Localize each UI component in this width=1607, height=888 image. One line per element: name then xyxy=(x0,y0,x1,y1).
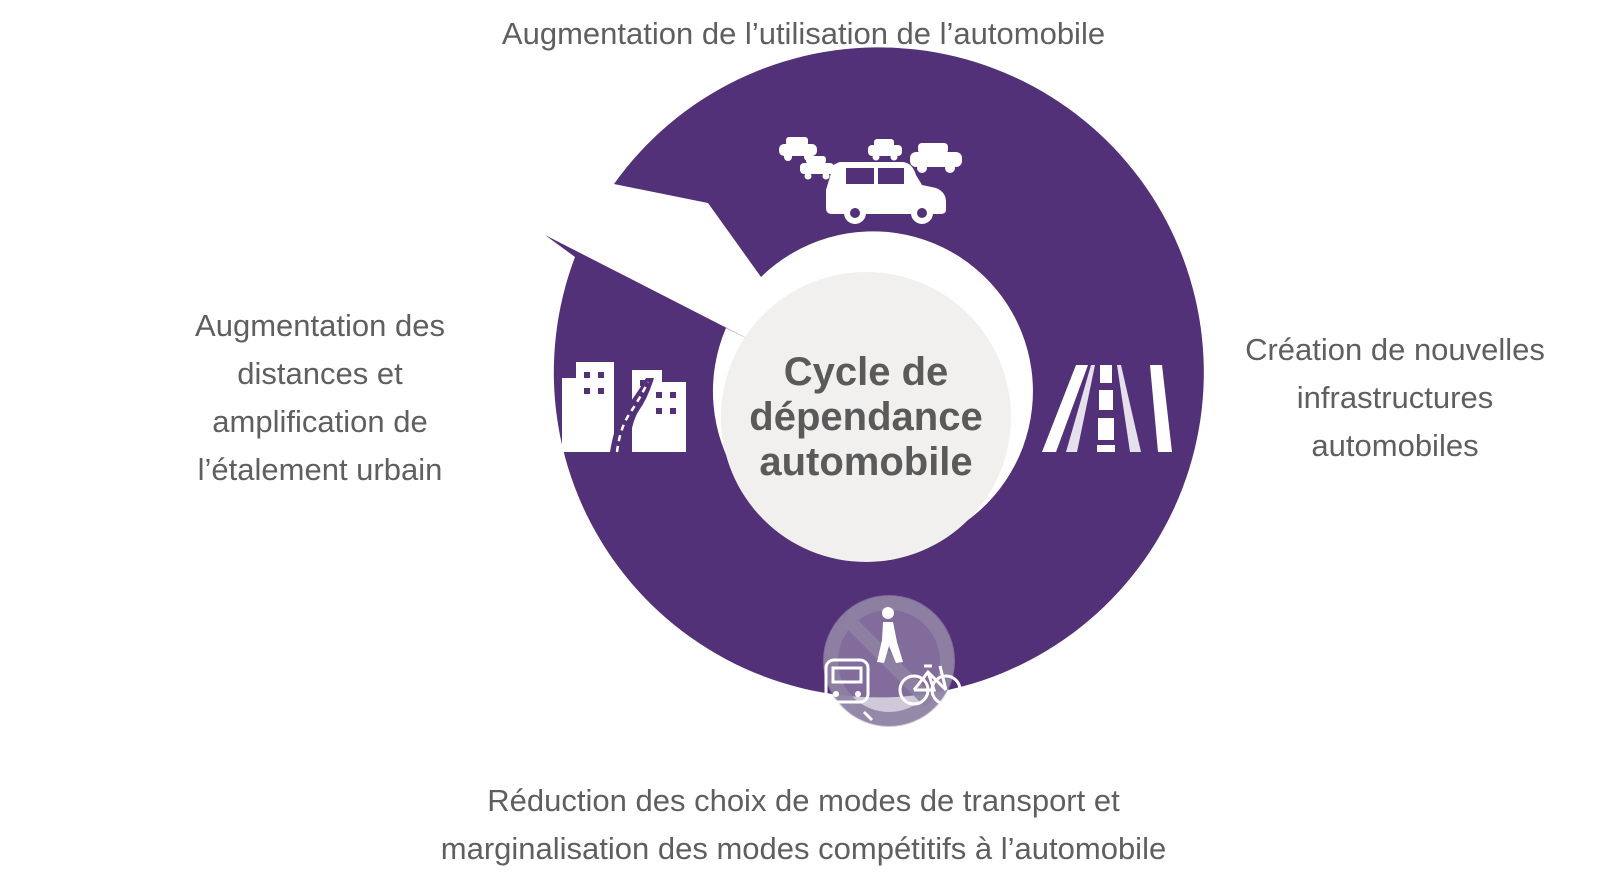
no-transit-walk-bike-icon xyxy=(820,595,962,727)
city-sprawl-icon xyxy=(562,362,686,453)
label-mode-choice-reduction: Réduction des choix de modes de transpor… xyxy=(0,777,1607,873)
road-icon xyxy=(1042,365,1172,452)
label-line: automobiles xyxy=(1311,428,1479,463)
label-line: infrastructures xyxy=(1296,380,1494,415)
label-line: amplification de xyxy=(212,404,428,439)
center-title-line-3: automobile xyxy=(759,440,972,484)
label-line: l’étalement urbain xyxy=(197,452,443,487)
label-line: marginalisation des modes compétitifs à … xyxy=(440,831,1167,866)
center-disc xyxy=(721,272,1011,562)
label-line: distances et xyxy=(237,356,403,391)
label-line: Création de nouvelles xyxy=(1245,332,1545,367)
center-title-line-2: dépendance xyxy=(749,395,982,439)
label-line: Augmentation des xyxy=(195,308,445,343)
label-line: Augmentation de l’utilisation de l’autom… xyxy=(501,16,1106,51)
label-urban-sprawl: Augmentation des distances et amplificat… xyxy=(120,302,520,494)
center-title-line-1: Cycle de xyxy=(784,350,949,394)
label-car-use-increase: Augmentation de l’utilisation de l’autom… xyxy=(0,10,1607,58)
cycle-ring xyxy=(545,47,1204,698)
label-new-infrastructure: Création de nouvelles infrastructures au… xyxy=(1190,326,1600,470)
label-line: Réduction des choix de modes de transpor… xyxy=(487,783,1120,818)
cars-traffic-icon xyxy=(779,137,962,224)
